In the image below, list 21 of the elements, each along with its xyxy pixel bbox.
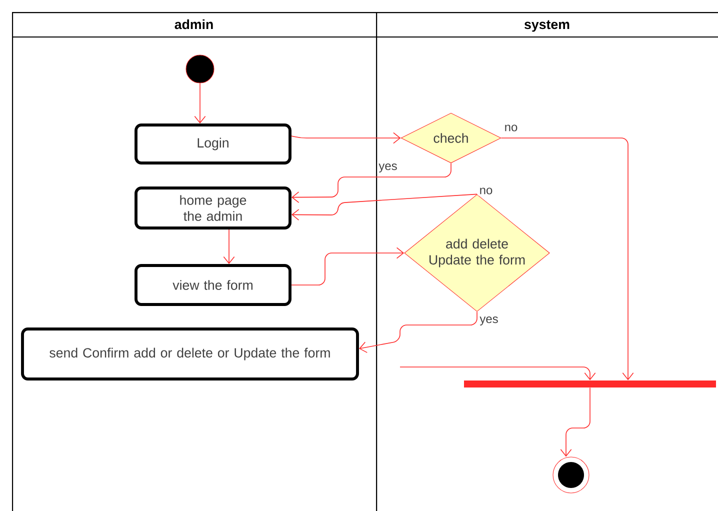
action-box: view the form: [134, 264, 292, 306]
edge-label: yes: [377, 162, 399, 174]
arrow: [291, 194, 478, 220]
edge-label: no: [503, 123, 519, 133]
arrow: [400, 366, 596, 380]
arrow: [194, 82, 206, 124]
action-box: Login: [134, 124, 292, 164]
arrow: [223, 229, 235, 264]
join-bar: [464, 380, 716, 388]
arrow: [291, 247, 404, 286]
end-node: [552, 456, 590, 494]
arrow: [291, 132, 401, 144]
arrow: [358, 311, 478, 353]
edge-label: no: [478, 186, 494, 196]
arrow: [560, 387, 590, 457]
arrow: [500, 138, 634, 380]
edge-label: yes: [478, 315, 500, 327]
action-box: home page the admin: [134, 186, 292, 230]
action-box: send Confirm add or delete or Update the form: [21, 328, 359, 380]
arrow: [291, 162, 452, 204]
start-node: [186, 54, 214, 84]
